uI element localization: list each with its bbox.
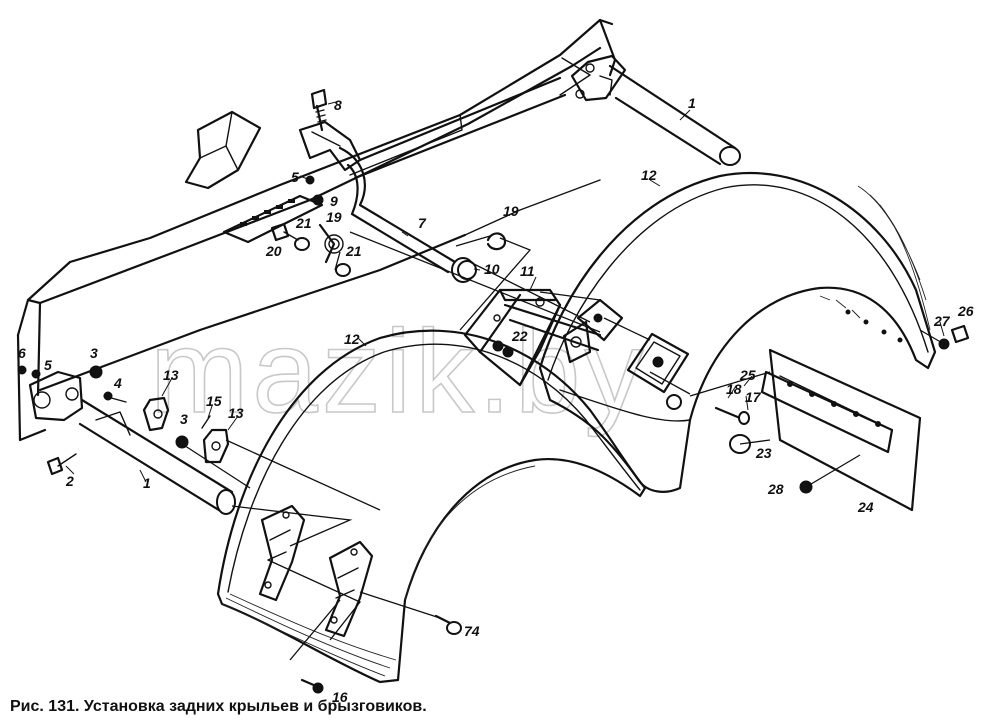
mounting-plate: [222, 194, 324, 244]
bolt-8: [310, 88, 328, 132]
callout-3-upper: 3: [90, 345, 98, 361]
callout-numbers: 1 1 2 3 3 4 5 5 6 7 8 9 10 11 12 12 13 1…: [18, 95, 974, 705]
callout-16: 16: [332, 689, 348, 705]
callout-9: 9: [330, 193, 338, 209]
callout-6: 6: [18, 345, 26, 361]
callout-12-right: 12: [641, 167, 657, 183]
callout-8: 8: [334, 97, 342, 113]
callout-26: 26: [957, 303, 974, 319]
callout-21-lower: 21: [345, 243, 362, 259]
callout-11: 11: [520, 263, 535, 279]
callout-1-upper: 1: [688, 95, 696, 111]
callout-2: 2: [65, 473, 74, 489]
watermark-text: mazik.by: [150, 306, 648, 438]
callout-25: 25: [739, 367, 756, 383]
callout-19-upper: 19: [503, 203, 519, 219]
callout-5-left: 5: [44, 357, 52, 373]
square-plate: [626, 332, 690, 394]
callout-20: 20: [265, 243, 282, 259]
callout-27: 27: [933, 313, 951, 329]
fender-support-rod: [298, 120, 475, 283]
callout-23: 23: [755, 445, 772, 461]
callout-74: 74: [464, 623, 480, 639]
callout-3-lower: 3: [180, 411, 188, 427]
assembly-lines: [175, 231, 945, 661]
tube-upper: [570, 54, 741, 166]
callout-7: 7: [418, 215, 427, 231]
callout-13-left: 13: [163, 367, 179, 383]
callout-5-upper: 5: [291, 169, 299, 185]
tube-left: [28, 370, 236, 515]
callout-13-right: 13: [228, 405, 244, 421]
fender-left: [216, 329, 647, 684]
fasteners: [17, 175, 970, 694]
callout-21-upper: 21: [295, 215, 312, 231]
callout-24: 24: [857, 499, 874, 515]
callout-18: 18: [726, 381, 742, 397]
callout-15: 15: [206, 393, 222, 409]
callout-22: 22: [511, 328, 528, 344]
callout-1-left: 1: [143, 475, 151, 491]
hinge-plate-upper: [562, 298, 624, 364]
callout-10: 10: [484, 261, 500, 277]
callout-leaders: [65, 101, 945, 483]
callout-17: 17: [745, 389, 762, 405]
callout-28: 28: [767, 481, 784, 497]
figure-caption: Рис. 131. Установка задних крыльев и бры…: [10, 698, 427, 715]
callout-4: 4: [113, 375, 122, 391]
mudflap: [760, 348, 922, 512]
callout-12-left: 12: [344, 331, 360, 347]
callout-19-lower: 19: [326, 209, 342, 225]
